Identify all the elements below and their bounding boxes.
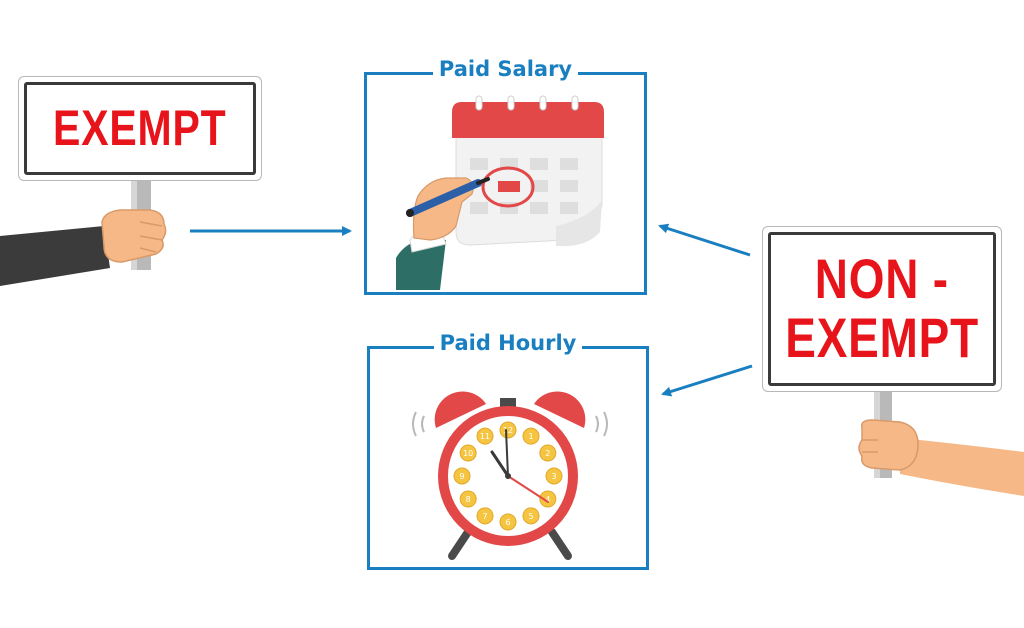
svg-text:2: 2 (545, 449, 550, 458)
clock-numeral: 11 (476, 427, 494, 445)
svg-text:7: 7 (482, 512, 487, 521)
clock-numeral: 8 (459, 490, 477, 508)
clock-numeral: 7 (476, 507, 494, 525)
clock-numeral: 6 (499, 513, 517, 531)
exempt-sign-board: EXEMPT (24, 82, 256, 175)
svg-text:5: 5 (528, 512, 533, 521)
arrow-nonexempt-to-salary (658, 223, 751, 257)
non-exempt-sign-board: NON - EXEMPT (768, 232, 996, 386)
svg-text:10: 10 (463, 449, 473, 458)
paid-hourly-title: Paid Hourly (433, 331, 583, 355)
paid-hourly-box: Paid Hourly (367, 331, 649, 570)
clock-minute-hand (505, 429, 509, 477)
clock-numeral: 5 (522, 507, 540, 525)
non-exempt-sign-line2: EXEMPT (785, 306, 979, 369)
non-exempt-sign-line1: NON - (814, 247, 950, 311)
right-hand-icon (858, 419, 919, 471)
exempt-sign-label: EXEMPT (53, 100, 227, 157)
calendar-icon (452, 95, 604, 247)
paid-salary-box: Paid Salary (364, 57, 647, 295)
paid-salary-title: Paid Salary (432, 57, 579, 81)
clock-second-hand (507, 475, 549, 503)
svg-text:8: 8 (466, 495, 471, 504)
exempt-sign: EXEMPT (18, 76, 262, 181)
pen-icon (406, 177, 490, 217)
clock-hour-hand (490, 450, 510, 478)
clock-numeral: 4 (539, 490, 557, 508)
left-hand-icon (101, 209, 167, 263)
svg-text:4: 4 (545, 495, 550, 504)
svg-text:6: 6 (505, 518, 510, 527)
arrow-nonexempt-to-hourly (661, 364, 753, 397)
clock-numeral: 1 (522, 427, 540, 445)
clock-numeral: 10 (459, 444, 477, 462)
svg-text:1: 1 (528, 432, 533, 441)
clock-numeral: 3 (545, 467, 563, 485)
clock-numeral: 9 (453, 467, 471, 485)
svg-text:11: 11 (480, 432, 490, 441)
svg-text:3: 3 (551, 472, 556, 481)
non-exempt-sign: NON - EXEMPT (762, 226, 1002, 392)
svg-text:12: 12 (503, 426, 513, 435)
clock-numeral: 12 (499, 421, 517, 439)
svg-text:9: 9 (459, 472, 464, 481)
clock-numeral: 2 (539, 444, 557, 462)
